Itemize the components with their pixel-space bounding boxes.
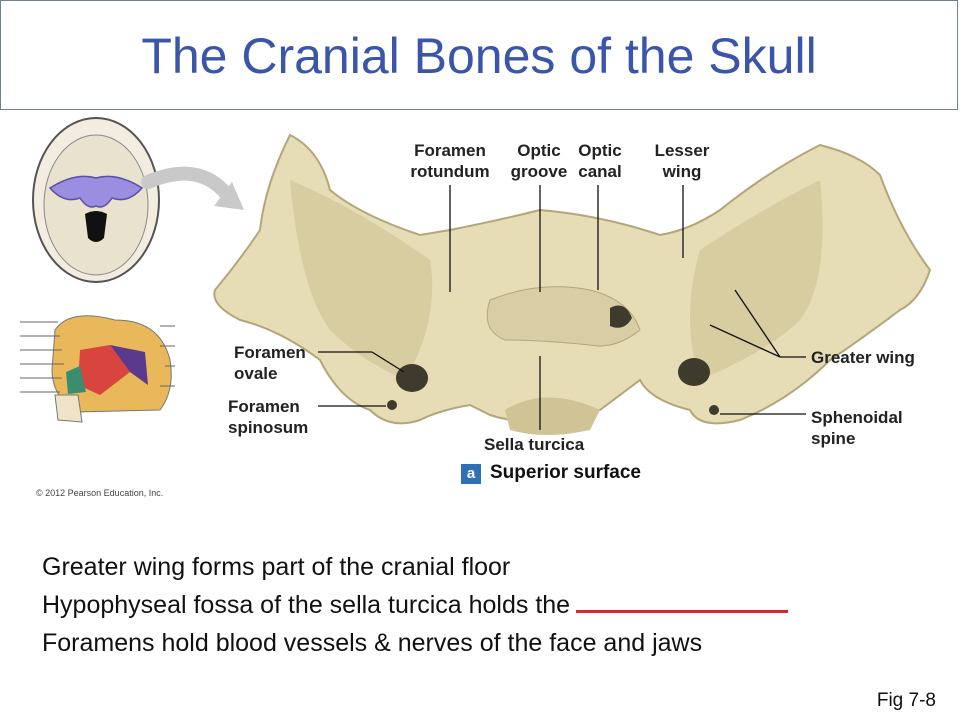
label-sphenoidal-spine: Sphenoidal spine xyxy=(811,408,903,448)
text-line-1: Greater wing forms part of the cranial f… xyxy=(42,553,511,581)
label-foramen-ovale: Foramen ovale xyxy=(234,343,306,383)
text-line-3: Foramens hold blood vessels & nerves of … xyxy=(42,629,703,657)
panel-letter-badge: a xyxy=(461,464,481,484)
slide-body-text: Greater wing forms part of the cranial f… xyxy=(42,548,789,662)
skull-superior-view-thumbnail xyxy=(32,117,160,283)
label-sella-turcica: Sella turcica xyxy=(484,435,585,454)
slide-title: The Cranial Bones of the Skull xyxy=(141,28,817,84)
sphenoid-bone xyxy=(213,133,932,435)
sphenoid-figure xyxy=(20,117,932,435)
label-greater-wing: Greater wing xyxy=(811,348,915,367)
text-line-2: Hypophyseal fossa of the sella turcica h… xyxy=(42,586,789,624)
title-box: The Cranial Bones of the Skull xyxy=(0,0,958,110)
label-lesser-wing: Lesser wing xyxy=(654,141,710,181)
copyright-notice: © 2012 Pearson Education, Inc. xyxy=(36,488,164,498)
label-foramen-spinosum: Foramen spinosum xyxy=(228,397,309,437)
label-optic-groove: Optic groove xyxy=(510,141,568,181)
pointer-arrow xyxy=(141,166,235,203)
label-optic-canal: Optic canal xyxy=(578,141,622,181)
fill-in-blank xyxy=(576,586,789,613)
figure-reference: Fig 7-8 xyxy=(876,690,936,711)
leader-lines xyxy=(318,185,806,430)
panel-caption: Superior surface xyxy=(490,462,641,483)
label-foramen-rotundum: Foramen rotundum xyxy=(410,141,490,181)
skull-sagittal-view-thumbnail xyxy=(20,315,175,423)
